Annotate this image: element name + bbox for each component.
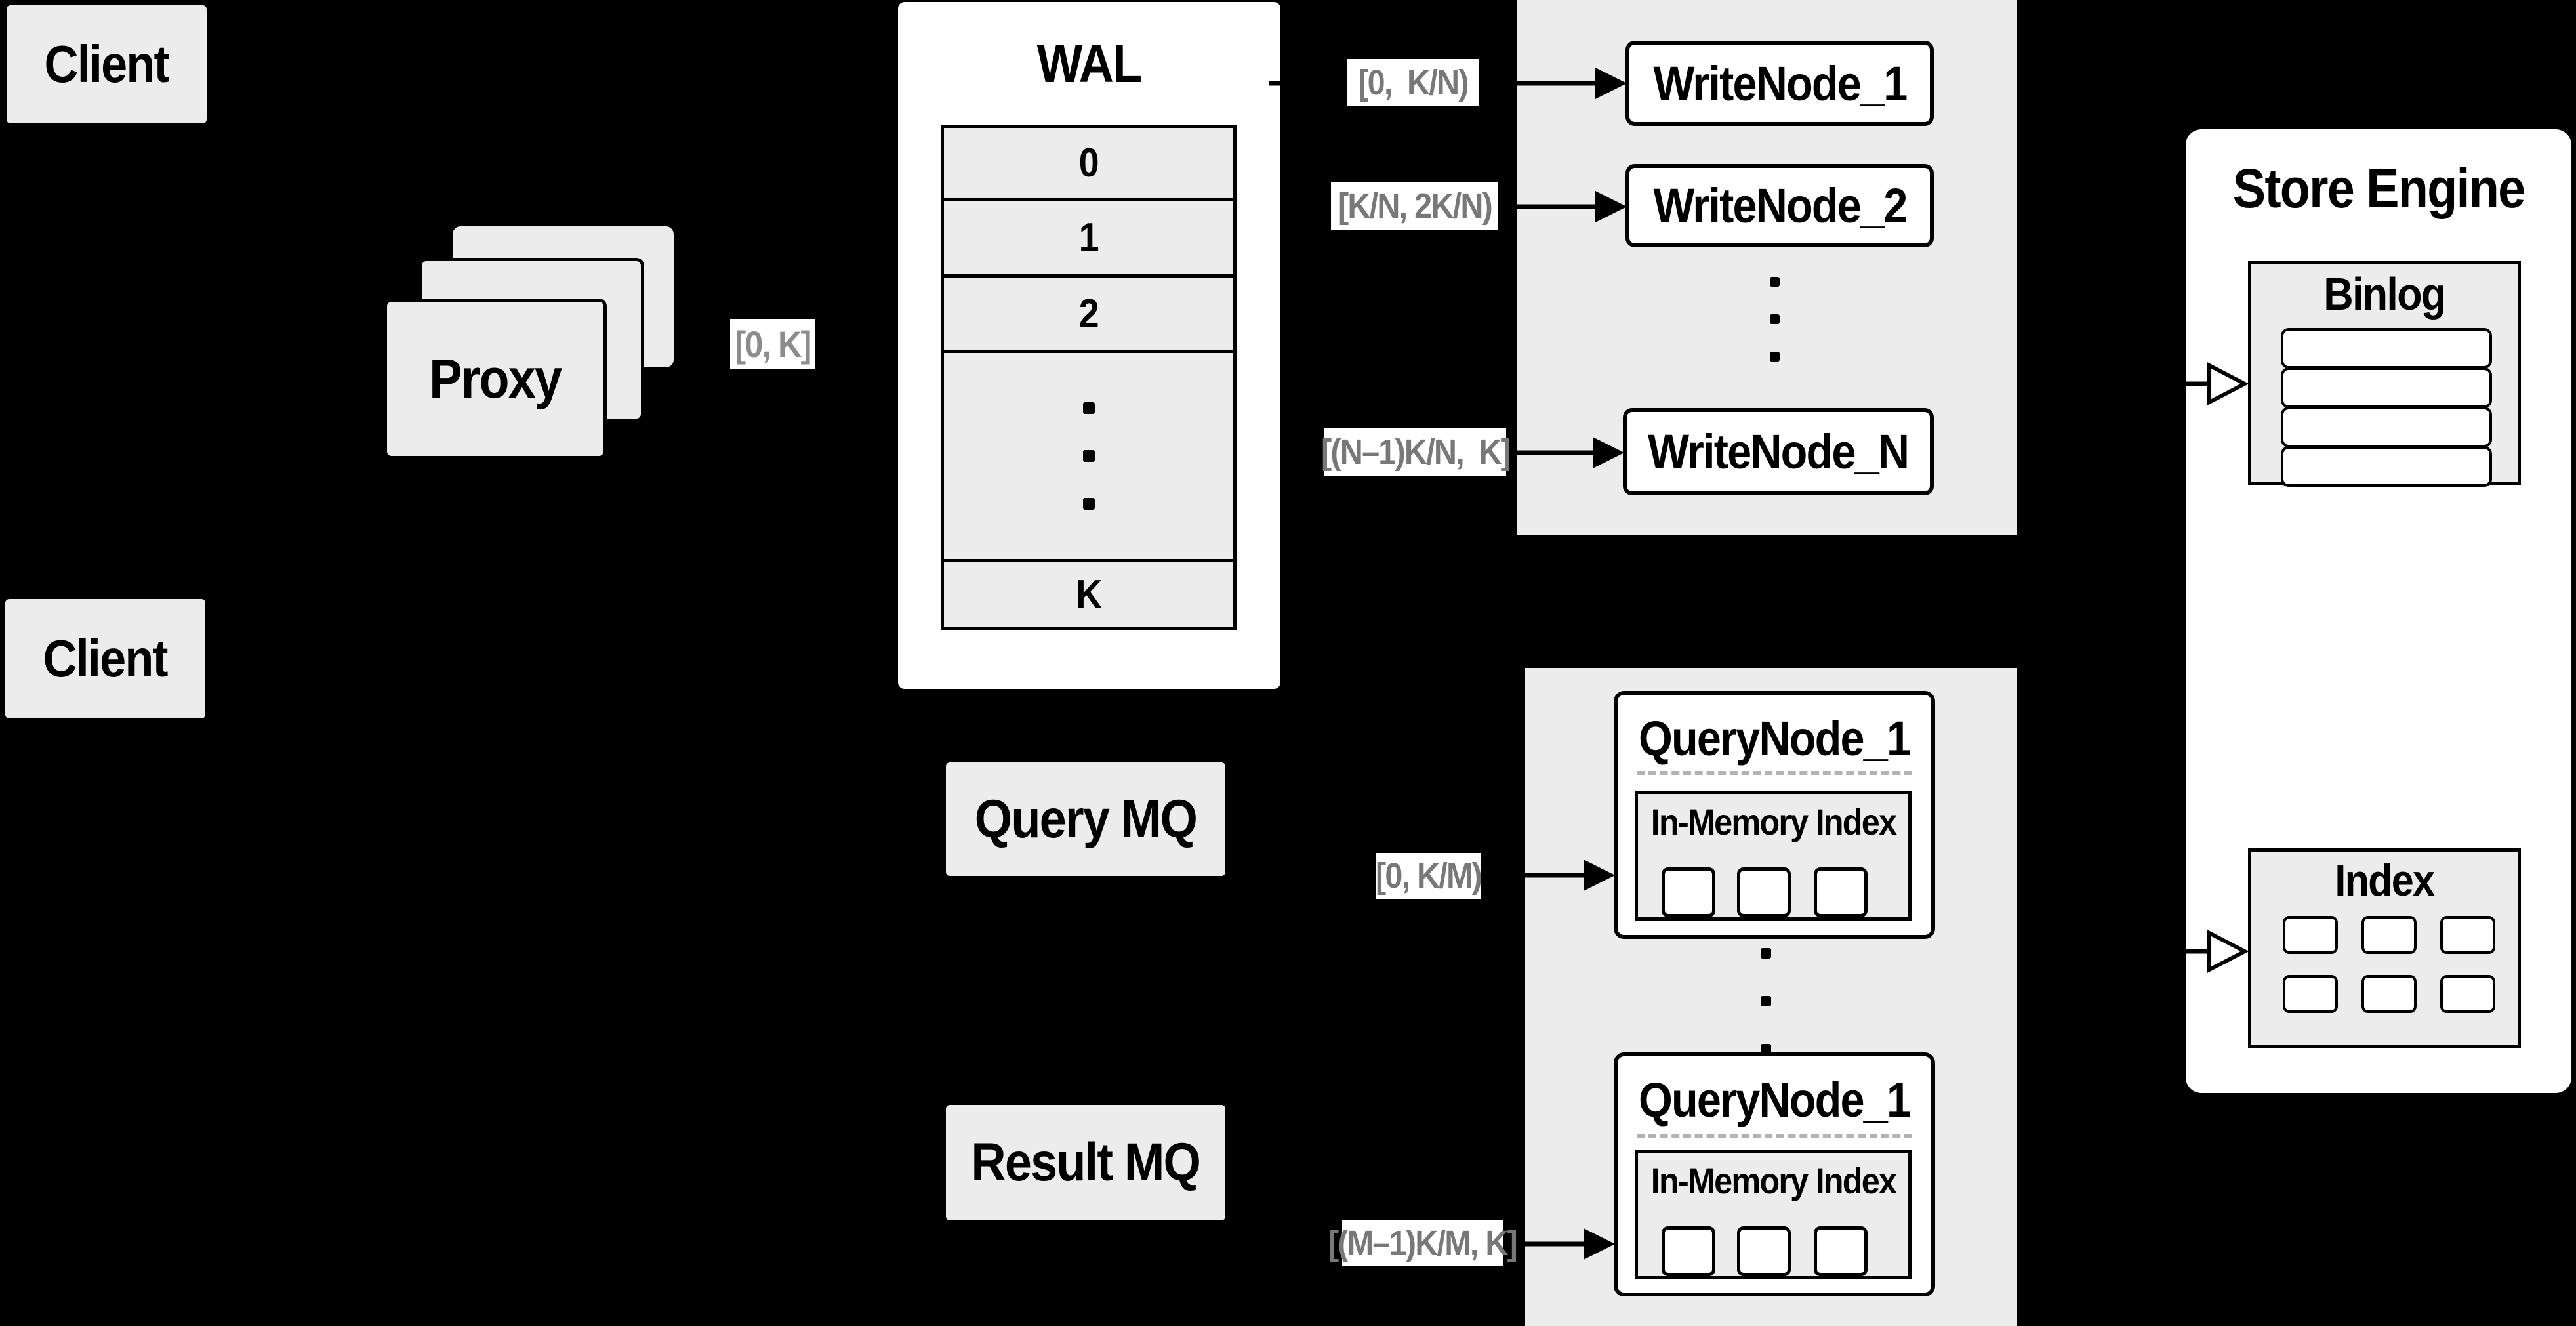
binlog-row	[2281, 446, 2492, 487]
query-range-chip-2: [(M–1)K/M, K]	[1328, 1220, 1518, 1266]
result-mq-label: Result MQ	[971, 1132, 1202, 1192]
arrowhead-icon	[1595, 68, 1627, 99]
write-range-chip-3-label: [(N–1)K/N, K]	[1320, 432, 1511, 472]
binlog-box: Binlog	[2248, 261, 2521, 487]
wal-row-k-label: K	[1076, 571, 1102, 617]
query-node-top-title: QueryNode_1	[1639, 711, 1911, 766]
ellipsis-dot	[1761, 996, 1771, 1006]
vertical-ellipsis	[1082, 402, 1095, 510]
write-range-chip-2: [K/N, 2K/N)	[1331, 182, 1498, 230]
in-memory-index-top: In-Memory Index	[1635, 791, 1912, 921]
binlog-row	[2281, 328, 2492, 369]
write-node-1-label: WriteNode_1	[1652, 56, 1908, 111]
index-square	[2440, 916, 2495, 954]
write-node-n-label: WriteNode_N	[1648, 425, 1910, 479]
arrowhead-icon	[1584, 1228, 1615, 1260]
wal-row-2: 2	[944, 278, 1233, 353]
arrow-to-binlog	[2024, 362, 2249, 405]
binlog-title: Binlog	[2323, 268, 2446, 320]
write-node-2: WriteNode_2	[1625, 164, 1934, 247]
segment-square	[1662, 1226, 1715, 1276]
in-memory-index-bottom-title-wrap: In-Memory Index	[1638, 1157, 1908, 1204]
index-square	[2283, 975, 2338, 1013]
ellipsis-dot	[1770, 352, 1780, 362]
write-range-chip-2-label: [K/N, 2K/N)	[1338, 186, 1493, 226]
write-node-1: WriteNode_1	[1625, 41, 1934, 126]
wal-row-0-label: 0	[1078, 140, 1099, 186]
segment-square	[1814, 867, 1868, 917]
store-engine-title-wrap: Store Engine	[2186, 157, 2571, 220]
proxy-label: Proxy	[429, 348, 562, 409]
segment-square	[1737, 867, 1791, 917]
write-node-n: WriteNode_N	[1623, 408, 1934, 495]
arrow-to-index	[2024, 930, 2249, 973]
query-range-chip-1-label: [0, K/M)	[1375, 856, 1482, 896]
proxy-box: Proxy	[384, 299, 607, 459]
write-range-chip-1-label: [0, K/N)	[1358, 63, 1469, 102]
write-range-chip-1: [0, K/N)	[1347, 59, 1479, 106]
ellipsis-dot	[1761, 1044, 1771, 1054]
write-range-chip-3: [(N–1)K/N, K]	[1321, 428, 1511, 476]
client-top-label: Client	[44, 35, 170, 93]
wal-row-2-label: 2	[1078, 291, 1099, 337]
vertical-ellipsis	[1761, 948, 1771, 1054]
index-square	[2440, 975, 2495, 1013]
client-top-box: Client	[7, 5, 207, 123]
query-mq-box: Query MQ	[946, 762, 1225, 876]
in-memory-index-top-title-wrap: In-Memory Index	[1638, 798, 1908, 845]
query-range-chip-1: [0, K/M)	[1375, 853, 1482, 899]
open-arrowhead-icon	[2207, 930, 2249, 973]
query-node-bottom-title: QueryNode_1	[1639, 1072, 1911, 1127]
query-mq-label: Query MQ	[974, 789, 1198, 849]
query-node-bottom-title-wrap: QueryNode_1	[1614, 1067, 1935, 1132]
ellipsis-dot	[1082, 450, 1095, 462]
query-node-top-title-wrap: QueryNode_1	[1614, 705, 1935, 771]
proxy-range-chip: [0, K]	[730, 319, 815, 369]
write-node-2-label: WriteNode_2	[1652, 178, 1908, 233]
wal-row-k: K	[944, 562, 1233, 627]
wal-row-1: 1	[944, 201, 1233, 278]
query-range-chip-2-label: [(M–1)K/M, K]	[1328, 1224, 1518, 1263]
wal-title-wrap: WAL	[898, 33, 1280, 95]
ellipsis-dot	[1082, 402, 1095, 414]
dashed-separator	[1637, 1134, 1912, 1138]
ellipsis-dot	[1770, 277, 1780, 287]
result-mq-box: Result MQ	[946, 1105, 1225, 1220]
in-memory-index-bottom-title: In-Memory Index	[1650, 1159, 1896, 1201]
binlog-title-wrap: Binlog	[2251, 268, 2518, 320]
binlog-row	[2281, 367, 2492, 408]
ellipsis-dot	[1761, 948, 1771, 959]
wal-table: 0 1 2 K	[941, 125, 1237, 630]
in-memory-index-top-title: In-Memory Index	[1650, 800, 1896, 842]
client-bottom-box: Client	[5, 599, 205, 718]
index-square	[2361, 975, 2417, 1013]
arrowhead-icon	[1595, 191, 1627, 222]
in-memory-index-bottom: In-Memory Index	[1635, 1150, 1912, 1279]
ellipsis-dot	[1082, 498, 1095, 510]
index-square	[2361, 916, 2417, 954]
proxy-range-chip-label: [0, K]	[735, 323, 811, 365]
index-square	[2283, 916, 2338, 954]
dashed-separator	[1637, 771, 1912, 775]
segment-square	[1737, 1226, 1791, 1276]
index-title-wrap: Index	[2251, 856, 2518, 905]
wal-title: WAL	[1037, 33, 1142, 94]
segment-square	[1814, 1226, 1868, 1276]
segment-square	[1662, 867, 1715, 917]
arrowhead-icon	[1593, 437, 1624, 468]
vertical-ellipsis	[1770, 277, 1780, 362]
store-engine-title: Store Engine	[2232, 157, 2525, 219]
open-arrowhead-icon	[2207, 362, 2249, 405]
client-bottom-label: Client	[43, 629, 169, 688]
arrowhead-icon	[1584, 860, 1615, 891]
index-title: Index	[2335, 856, 2436, 905]
wal-row-ellipsis	[944, 353, 1233, 562]
wal-row-1-label: 1	[1078, 215, 1099, 260]
ellipsis-dot	[1770, 314, 1780, 324]
wal-row-0: 0	[944, 128, 1233, 201]
index-box: Index	[2248, 848, 2521, 1048]
